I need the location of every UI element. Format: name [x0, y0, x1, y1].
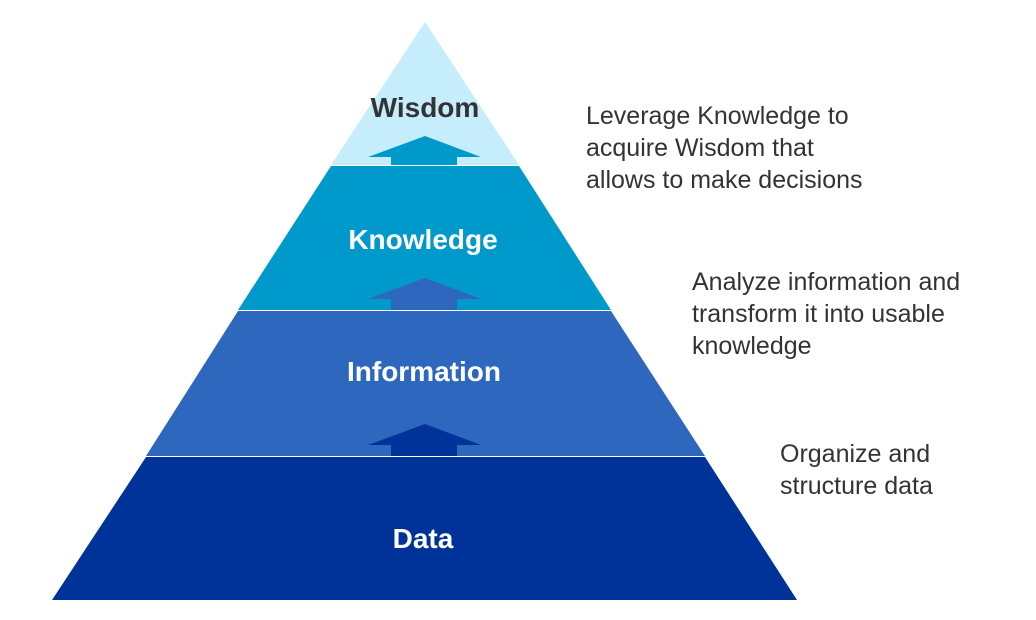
- level-knowledge: [238, 166, 611, 310]
- description-line: structure data: [780, 472, 933, 500]
- arrow-up-icon: [368, 136, 481, 165]
- level-label-wisdom: Wisdom: [371, 92, 480, 123]
- level-label-information: Information: [347, 356, 501, 387]
- description-line: acquire Wisdom that: [586, 134, 814, 162]
- description-wisdom: Leverage Knowledge to acquire Wisdom tha…: [586, 100, 863, 196]
- level-label-knowledge: Knowledge: [348, 224, 497, 255]
- description-knowledge: Analyze information and transform it int…: [692, 266, 960, 362]
- description-line: transform it into usable: [692, 300, 945, 328]
- description-line: Leverage Knowledge to: [586, 102, 849, 130]
- level-label-data: Data: [393, 523, 454, 554]
- level-data: [52, 457, 797, 600]
- description-line: allows to make decisions: [586, 166, 863, 194]
- level-information: [146, 311, 705, 456]
- arrow-up-icon: [368, 278, 481, 310]
- description-information: Organize and structure data: [780, 438, 933, 502]
- description-line: Organize and: [780, 440, 931, 468]
- description-line: Analyze information and: [692, 268, 961, 296]
- level-wisdom: [331, 22, 519, 165]
- description-line: knowledge: [692, 332, 812, 360]
- arrow-up-icon: [368, 424, 481, 456]
